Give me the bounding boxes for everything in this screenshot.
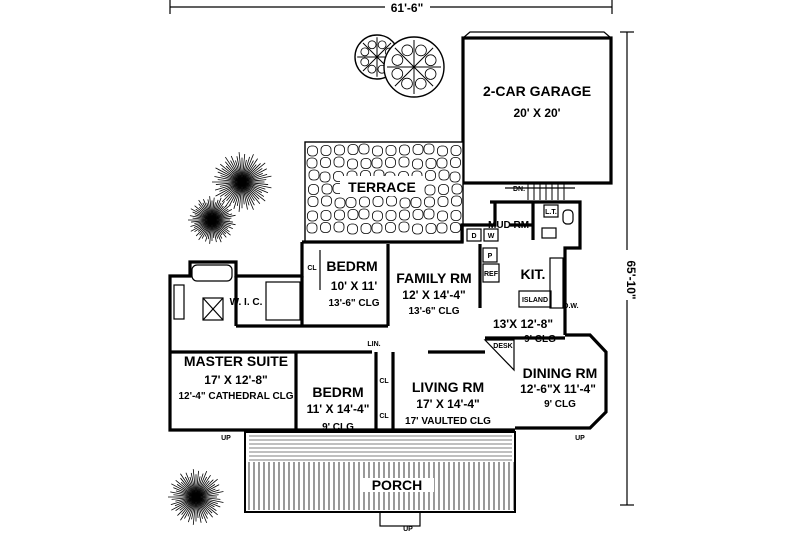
terrace-name: TERRACE — [348, 179, 416, 195]
bedroom-1-name: BEDRM — [326, 258, 377, 274]
house-walls — [168, 184, 608, 432]
kitchen-ceiling: 9' CLG — [524, 334, 556, 345]
dining-room-name: DINING RM — [523, 365, 598, 381]
up-label: UP — [575, 435, 585, 442]
closet-label: CL — [379, 378, 389, 385]
desk-label: DESK — [493, 343, 512, 350]
pantry-label: P — [488, 253, 493, 260]
shrub-icon — [212, 152, 272, 212]
dining-room: DINING RM 12'-6"X 11'-4" 9' CLG — [520, 365, 597, 410]
sink — [541, 227, 557, 239]
dryer — [466, 228, 482, 242]
bedroom-2: BEDRM 11' X 14'-4" 9' CLG LIN. CL CL — [307, 341, 390, 433]
shrub-icon — [168, 469, 224, 525]
kitchen-size: 13'X 12'-8" — [493, 317, 553, 331]
linen-closet-label: LIN. — [367, 341, 380, 348]
garage-size: 20' X 20' — [513, 106, 560, 120]
up-label: UP — [221, 435, 231, 442]
bedroom-2-ceiling: 9' CLG — [322, 422, 354, 433]
dishwasher-label: D.W. — [563, 303, 578, 310]
porch-steps — [379, 511, 421, 527]
master-suite-ceiling: 12'-4" CATHEDRAL CLG — [178, 391, 293, 402]
bedroom-1-ceiling: 13'-6" CLG — [328, 298, 379, 309]
living-room-size: 17' X 14'-4" — [416, 397, 479, 411]
island-label: ISLAND — [522, 297, 548, 304]
mud-room: MUD RM D W DN. L.T. — [466, 186, 574, 242]
refrigerator — [482, 263, 500, 283]
master-suite: MASTER SUITE 17' X 12'-8" 12'-4" CATHEDR… — [178, 353, 293, 402]
shrub-icon — [188, 196, 236, 244]
mud-room-name: MUD RM — [488, 220, 529, 231]
closet-label: CL — [307, 265, 317, 272]
family-room-name: FAMILY RM — [396, 270, 471, 286]
wic-label: W. I. C. — [230, 297, 263, 308]
bedroom-2-size: 11' X 14'-4" — [307, 402, 370, 416]
dining-room-ceiling: 9' CLG — [544, 399, 576, 410]
living-room-name: LIVING RM — [412, 379, 484, 395]
depth-dimension-label: 65'-10" — [624, 260, 638, 299]
kitchen-island — [518, 290, 552, 308]
pantry — [482, 247, 498, 263]
width-dimension: 61'-6" — [169, 0, 613, 15]
master-suite-size: 17' X 12'-8" — [204, 373, 267, 387]
shower — [202, 297, 224, 321]
washer — [483, 228, 499, 242]
family-room-size: 12' X 14'-4" — [402, 288, 465, 302]
refrigerator-label: REF — [484, 271, 499, 278]
laundry-tub — [543, 204, 559, 218]
washer-label: W — [488, 233, 495, 240]
bathtub — [191, 264, 233, 282]
dining-room-size: 12'-6"X 11'-4" — [520, 382, 596, 396]
tree-icon — [383, 36, 445, 98]
depth-dimension: 65'-10" — [620, 31, 638, 506]
up-label: UP — [403, 526, 413, 533]
family-room: FAMILY RM 12' X 14'-4" 13'-6" CLG — [396, 270, 471, 317]
toilet — [562, 209, 574, 225]
desk: DESK — [483, 339, 515, 372]
porch-name: PORCH — [372, 477, 423, 493]
bedroom-1-size: 10' X 11' — [331, 279, 378, 293]
bedroom-2-name: BEDRM — [312, 384, 363, 400]
family-room-ceiling: 13'-6" CLG — [408, 306, 459, 317]
closet-shelves — [265, 281, 301, 321]
laundry-tub-label: L.T. — [545, 209, 557, 216]
width-dimension-label: 61'-6" — [391, 1, 424, 15]
counter — [549, 257, 564, 309]
living-room: LIVING RM 17' X 14'-4" 17' VAULTED CLG — [405, 379, 491, 427]
bedroom-1: BEDRM 10' X 11' 13'-6" CLG CL — [307, 250, 380, 309]
closet-label: CL — [379, 413, 389, 420]
porch: PORCH UP UP UP — [221, 431, 585, 533]
vanity — [173, 284, 185, 320]
master-suite-name: MASTER SUITE — [184, 353, 288, 369]
garage-name: 2-CAR GARAGE — [483, 83, 591, 99]
stairs-down-label: DN. — [513, 186, 525, 193]
kitchen: KIT. P REF ISLAND D.W. 13'X 12'-8" 9' CL… — [482, 247, 579, 345]
terrace: TERRACE — [304, 141, 464, 243]
dryer-label: D — [471, 233, 476, 240]
garage: 2-CAR GARAGE 20' X 20' — [461, 31, 613, 185]
kitchen-name: KIT. — [521, 266, 546, 282]
master-bath: W. I. C. — [173, 264, 301, 321]
living-room-ceiling: 17' VAULTED CLG — [405, 416, 491, 427]
